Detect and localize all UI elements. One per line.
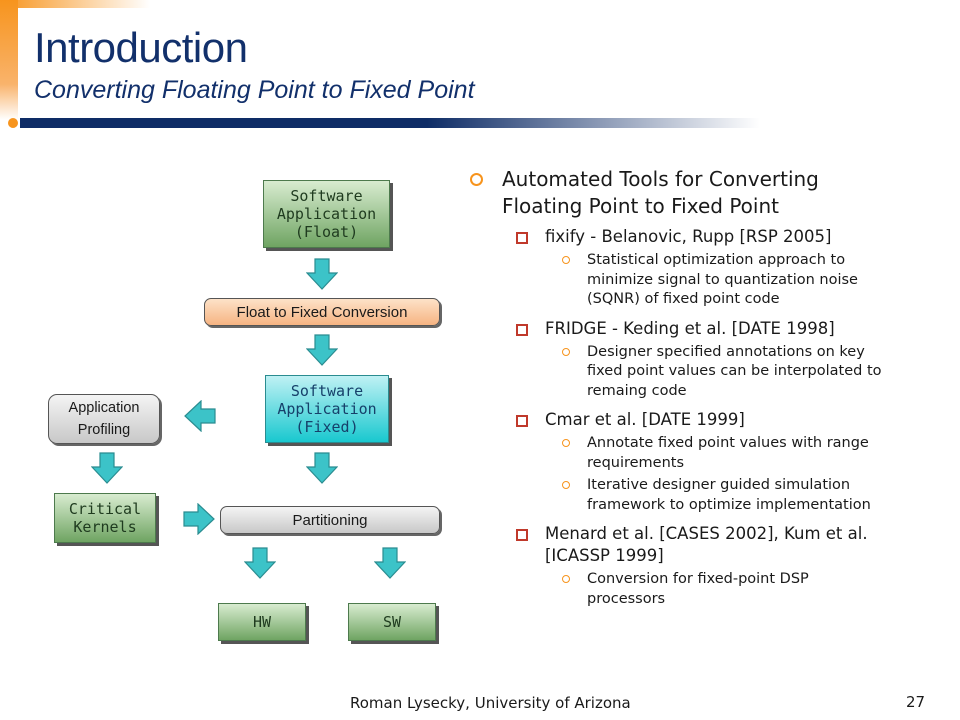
detail-bullet: Designer specified annotations on key fi…	[470, 343, 940, 402]
down-arrow-icon	[306, 334, 338, 366]
title-underline-bar	[20, 118, 760, 128]
page-number: 27	[906, 693, 926, 711]
hw-box: HW	[218, 603, 306, 641]
down-arrow-icon	[244, 547, 276, 579]
sub-bullet-cmar: Cmar et al. [DATE 1999]	[470, 409, 940, 431]
down-arrow-icon	[374, 547, 406, 579]
detail-bullet: Annotate fixed point values with range r…	[470, 434, 940, 473]
right-arrow-icon	[183, 503, 215, 535]
circle-bullet-icon	[562, 439, 570, 447]
circle-bullet-icon	[562, 256, 570, 264]
left-arrow-icon	[184, 400, 216, 432]
square-bullet-icon	[516, 323, 528, 336]
slide-title: Introduction	[34, 24, 248, 71]
partitioning-box: Partitioning	[220, 506, 440, 534]
detail-bullet: Statistical optimization approach to min…	[470, 251, 940, 310]
square-bullet-icon	[516, 529, 528, 541]
down-arrow-icon	[306, 258, 338, 290]
square-bullet-icon	[516, 415, 528, 427]
sub-bullet-fridge: FRIDGE - Keding et al. [DATE 1998]	[470, 318, 940, 340]
circle-bullet-icon	[562, 575, 570, 583]
square-bullet-icon	[516, 232, 528, 244]
top-accent-stripe	[0, 0, 150, 8]
float-to-fixed-conversion-box: Float to Fixed Conversion	[204, 298, 440, 326]
left-accent-stripe	[0, 0, 18, 120]
slide-footer: Roman Lysecky, University of Arizona	[350, 694, 631, 712]
sub-bullet-fixify: fixify - Belanovic, Rupp [RSP 2005]	[470, 226, 940, 248]
title-bar-dot	[8, 118, 18, 128]
slide-subtitle: Converting Floating Point to Fixed Point	[34, 76, 475, 104]
down-arrow-icon	[306, 452, 338, 484]
circle-bullet-icon	[562, 481, 570, 489]
detail-bullet: Iterative designer guided simulation fra…	[470, 476, 940, 515]
circle-bullet-icon	[562, 347, 570, 356]
down-arrow-icon	[91, 452, 123, 484]
sub-bullet-menard: Menard et al. [CASES 2002], Kum et al. […	[470, 523, 940, 567]
sw-box: SW	[348, 603, 436, 641]
ring-bullet-icon	[470, 173, 483, 186]
detail-bullet: Conversion for fixed-point DSP processor…	[470, 570, 940, 609]
